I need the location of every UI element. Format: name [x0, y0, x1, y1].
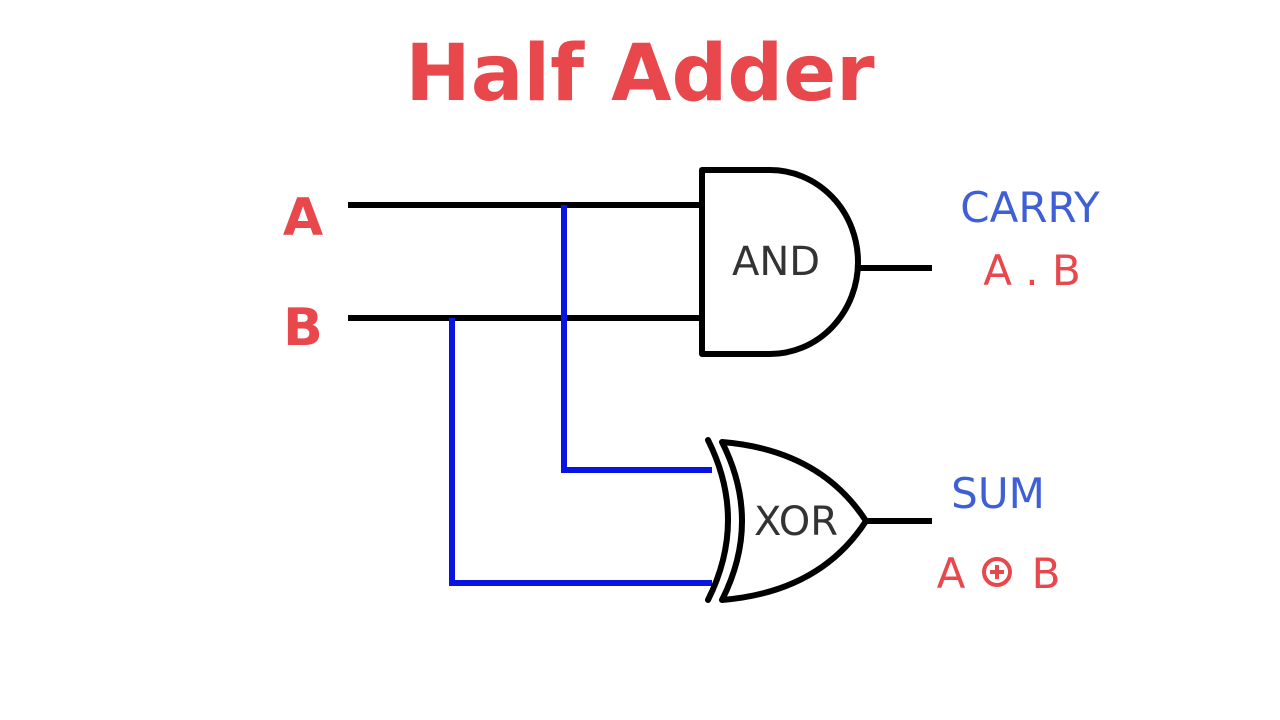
xor-gate-back-arc	[705, 437, 731, 603]
carry-label: CARRY	[960, 183, 1100, 232]
input-label-b: B	[283, 298, 323, 358]
input-label-a: A	[283, 188, 323, 248]
sum-expression-right: B	[1032, 549, 1061, 598]
xor-gate	[719, 439, 869, 603]
diagram-title: Half Adder	[405, 29, 875, 119]
sum-expression-left: A	[937, 549, 966, 598]
xor-gate-label: XOR	[754, 499, 838, 545]
and-gate-label: AND	[732, 239, 820, 285]
carry-expression: A . B	[983, 246, 1081, 295]
sum-label: SUM	[951, 469, 1045, 518]
circled-plus-icon	[982, 557, 1012, 587]
wire-b-branch	[449, 318, 712, 586]
wire-a-branch	[561, 205, 712, 473]
and-gate	[699, 167, 861, 357]
